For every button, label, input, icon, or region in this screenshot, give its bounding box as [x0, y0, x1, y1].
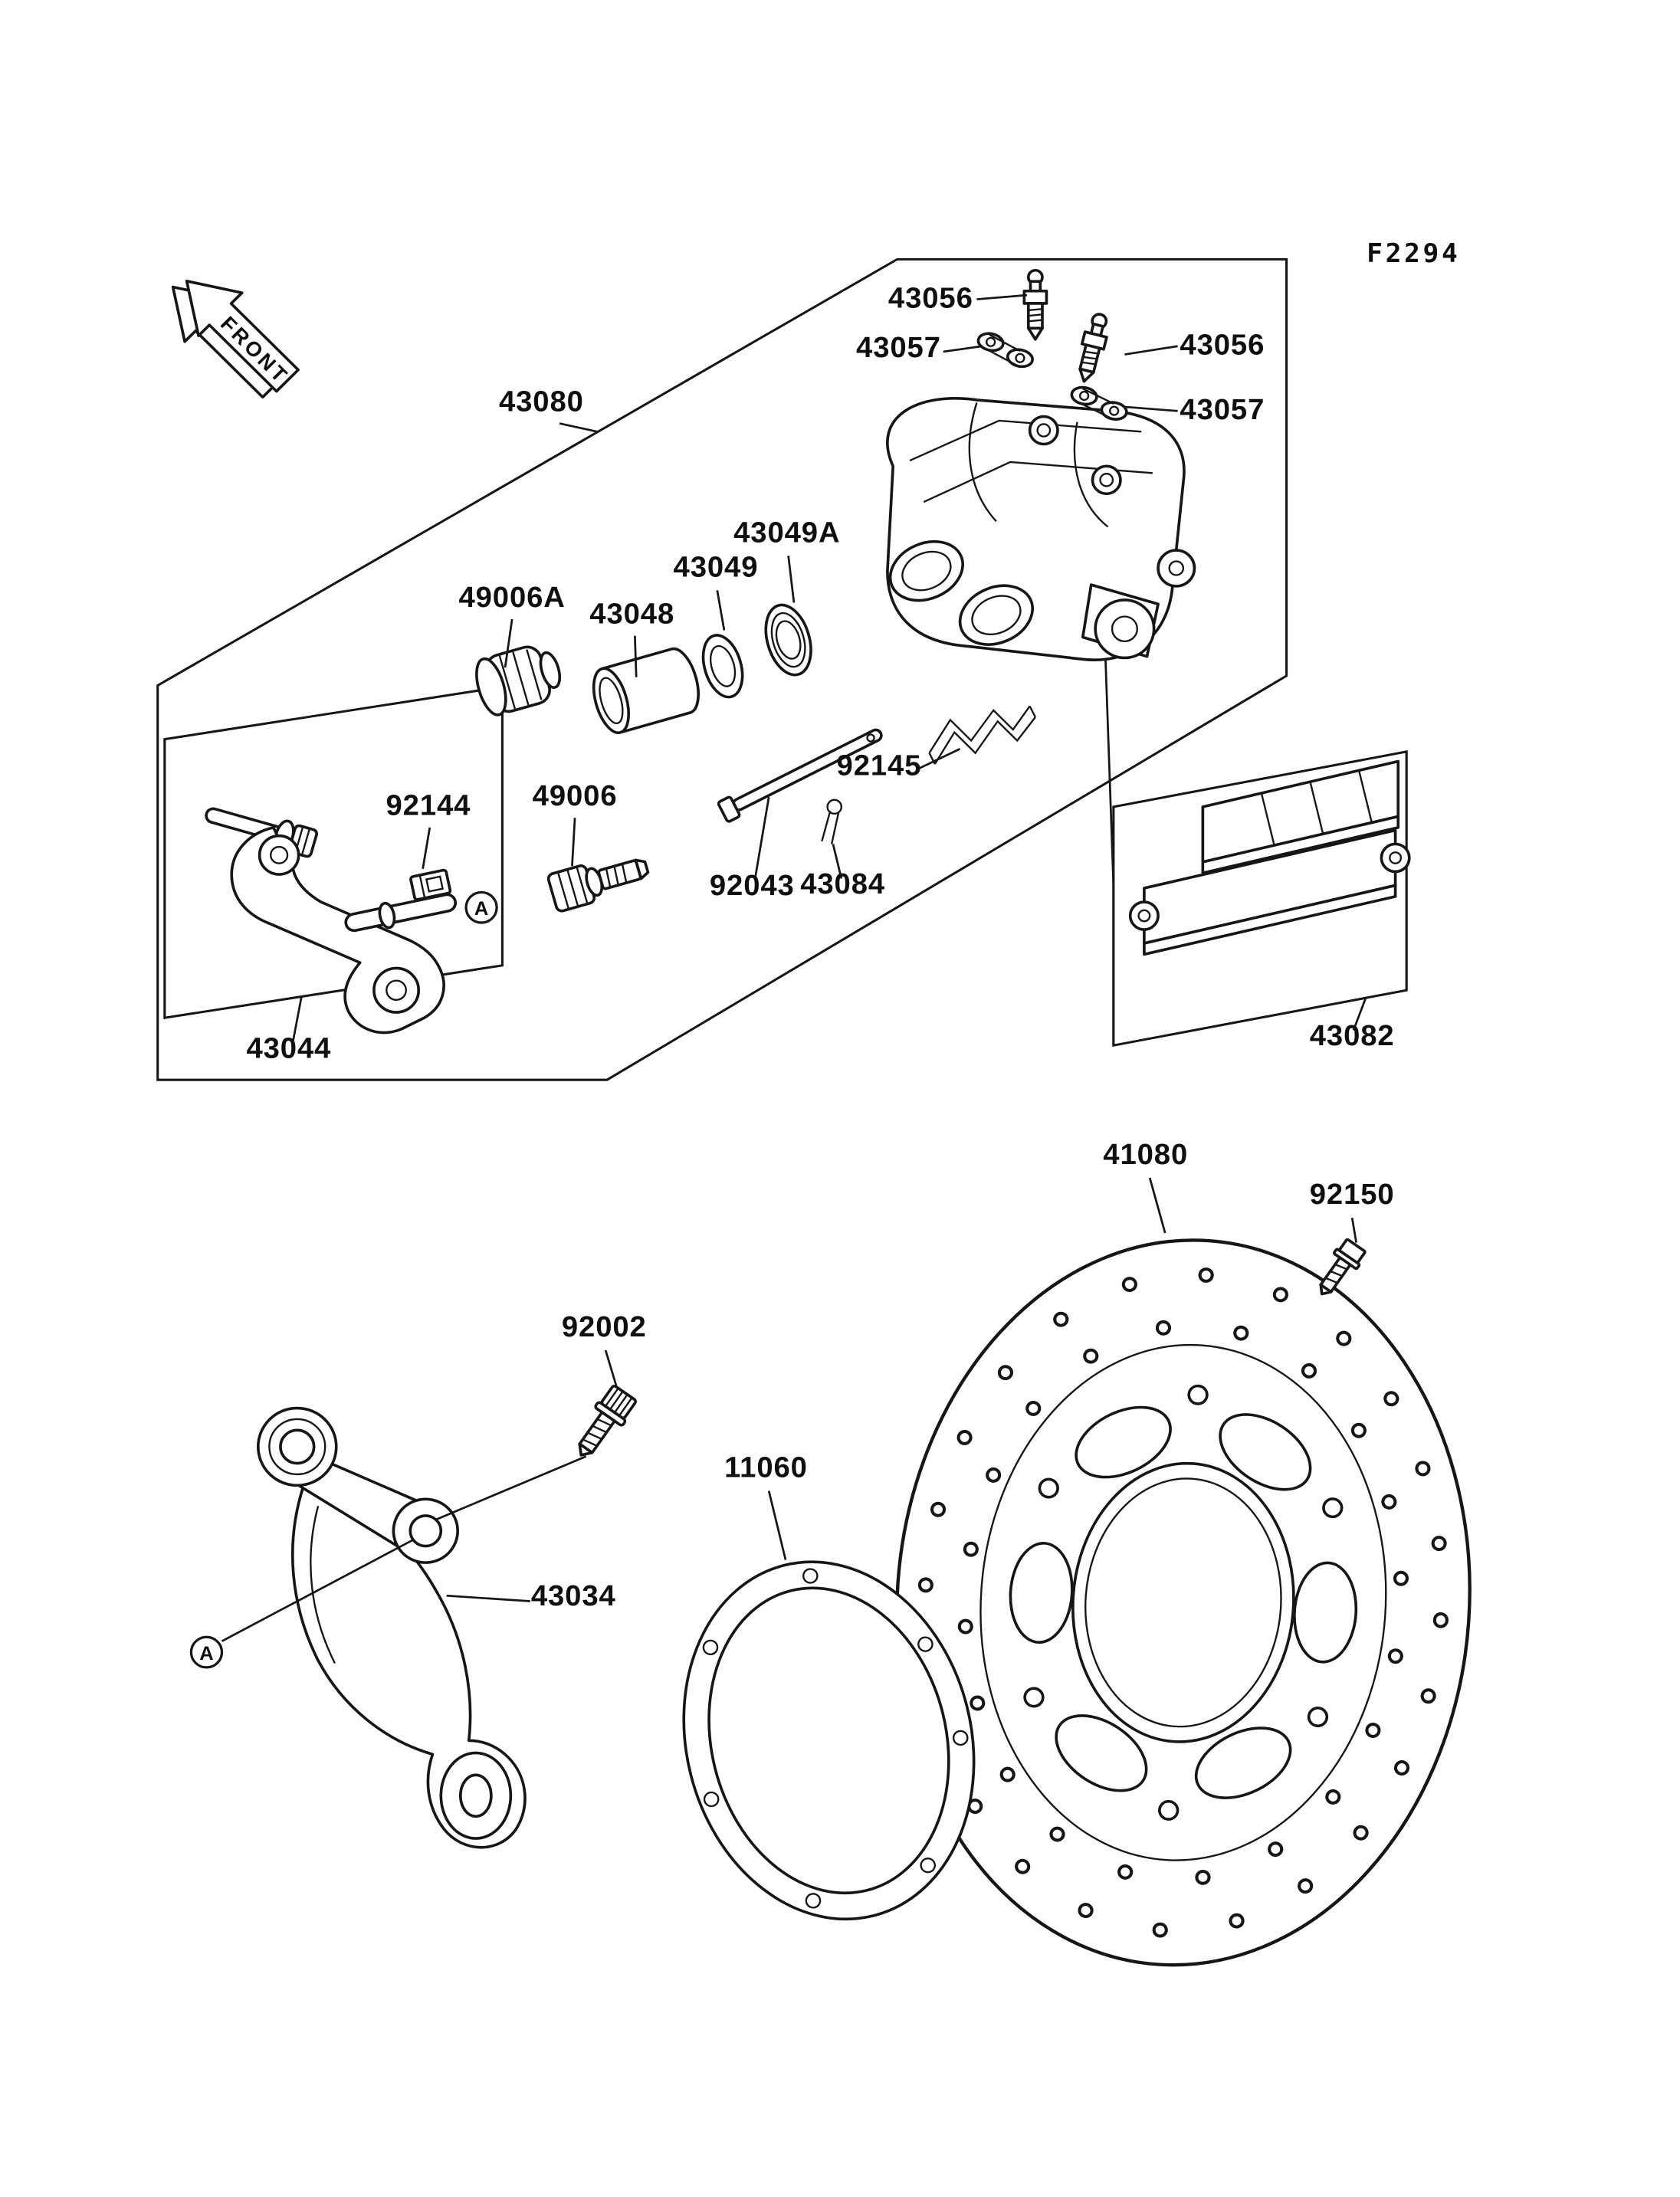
- part-label-43080: 43080: [499, 386, 584, 418]
- part-label-43057-a: 43057: [856, 332, 941, 364]
- leader-line: [787, 556, 796, 603]
- part-label-43048: 43048: [589, 598, 674, 631]
- detail-marker-a-1: A: [464, 890, 498, 924]
- bolt-92002-drawing: [578, 1385, 637, 1457]
- pads-group-box: [1112, 750, 1408, 1048]
- piston-drawing: [592, 647, 700, 734]
- banjo-washer-2: [1070, 385, 1128, 421]
- part-label-92150: 92150: [1310, 1179, 1395, 1211]
- part-label-92043: 92043: [710, 870, 795, 902]
- brake-pads-drawing: [1128, 759, 1411, 956]
- disc-shim-drawing: [682, 1560, 976, 1921]
- brake-disc-drawing: [894, 1238, 1472, 1967]
- bracket-group-box: [163, 685, 504, 1020]
- leader-line: [943, 345, 983, 353]
- bleed-valve-1: [1022, 268, 1048, 341]
- caliper-pads-connector-line: [1104, 648, 1115, 886]
- figure-code: F2294: [1367, 238, 1460, 269]
- part-label-11060: 11060: [724, 1452, 808, 1484]
- caliper-group-box: [156, 257, 1288, 1081]
- leader-line: [1148, 1177, 1166, 1234]
- leader-line: [976, 293, 1028, 300]
- part-label-43049: 43049: [674, 551, 759, 583]
- part-label-43056-b: 43056: [1180, 330, 1265, 362]
- leader-lines: [221, 293, 1367, 1642]
- leader-line: [1124, 345, 1178, 356]
- pin-boot-drawing: [475, 645, 562, 716]
- dust-seal-drawing: [764, 603, 812, 677]
- detail-marker-letter: A: [474, 898, 488, 920]
- leader-line: [504, 618, 514, 668]
- front-arrow: FRONT: [171, 280, 300, 399]
- leader-line: [753, 797, 770, 880]
- torque-bracket-drawing: [256, 1406, 527, 1849]
- leader-line: [571, 818, 576, 867]
- leader-line: [291, 996, 303, 1042]
- leader-line: [559, 422, 598, 433]
- banjo-washer-1: [976, 332, 1034, 369]
- front-arrow-shape: [185, 280, 300, 393]
- slide-pin-bolt-drawing: [546, 858, 650, 913]
- part-label-92144: 92144: [386, 790, 471, 822]
- part-label-92002: 92002: [562, 1311, 647, 1343]
- leader-line: [1352, 996, 1367, 1031]
- part-label-43084: 43084: [800, 868, 885, 900]
- part-label-43044: 43044: [246, 1033, 331, 1065]
- bleed-valve-2: [1078, 313, 1108, 383]
- detail-marker-a-2: A: [189, 1635, 224, 1669]
- bolt-92150-drawing: [1319, 1238, 1367, 1296]
- bolt-axis-line: [435, 1455, 587, 1521]
- pad-pin-drawing: [717, 728, 883, 823]
- part-label-43049a: 43049A: [733, 516, 840, 549]
- brake-caliper-drawing: [886, 397, 1196, 661]
- part-label-49006a: 49006A: [458, 582, 565, 614]
- leader-line: [1124, 405, 1178, 412]
- caliper-bracket-drawing: [205, 807, 458, 1035]
- part-label-49006: 49006: [533, 780, 618, 812]
- leader-line: [634, 635, 638, 677]
- part-label-41080: 41080: [1103, 1139, 1188, 1171]
- leader-line: [832, 844, 843, 879]
- leader-line: [446, 1594, 530, 1602]
- leader-line: [767, 1490, 787, 1560]
- cotter-pin-drawing: [821, 798, 843, 844]
- detail-marker-letter: A: [199, 1643, 213, 1664]
- part-label-92145: 92145: [837, 750, 922, 782]
- leader-line: [604, 1349, 619, 1388]
- leader-line: [716, 590, 726, 631]
- part-label-43057-b: 43057: [1180, 394, 1265, 426]
- part-label-43082: 43082: [1310, 1020, 1395, 1052]
- leader-line: [1350, 1217, 1357, 1243]
- part-label-43034: 43034: [531, 1580, 616, 1612]
- detail-a-leader-line: [221, 1538, 415, 1642]
- part-label-43056-a: 43056: [888, 283, 973, 315]
- leader-line: [919, 748, 961, 769]
- leader-line: [422, 827, 431, 870]
- piston-seal-drawing: [701, 634, 744, 699]
